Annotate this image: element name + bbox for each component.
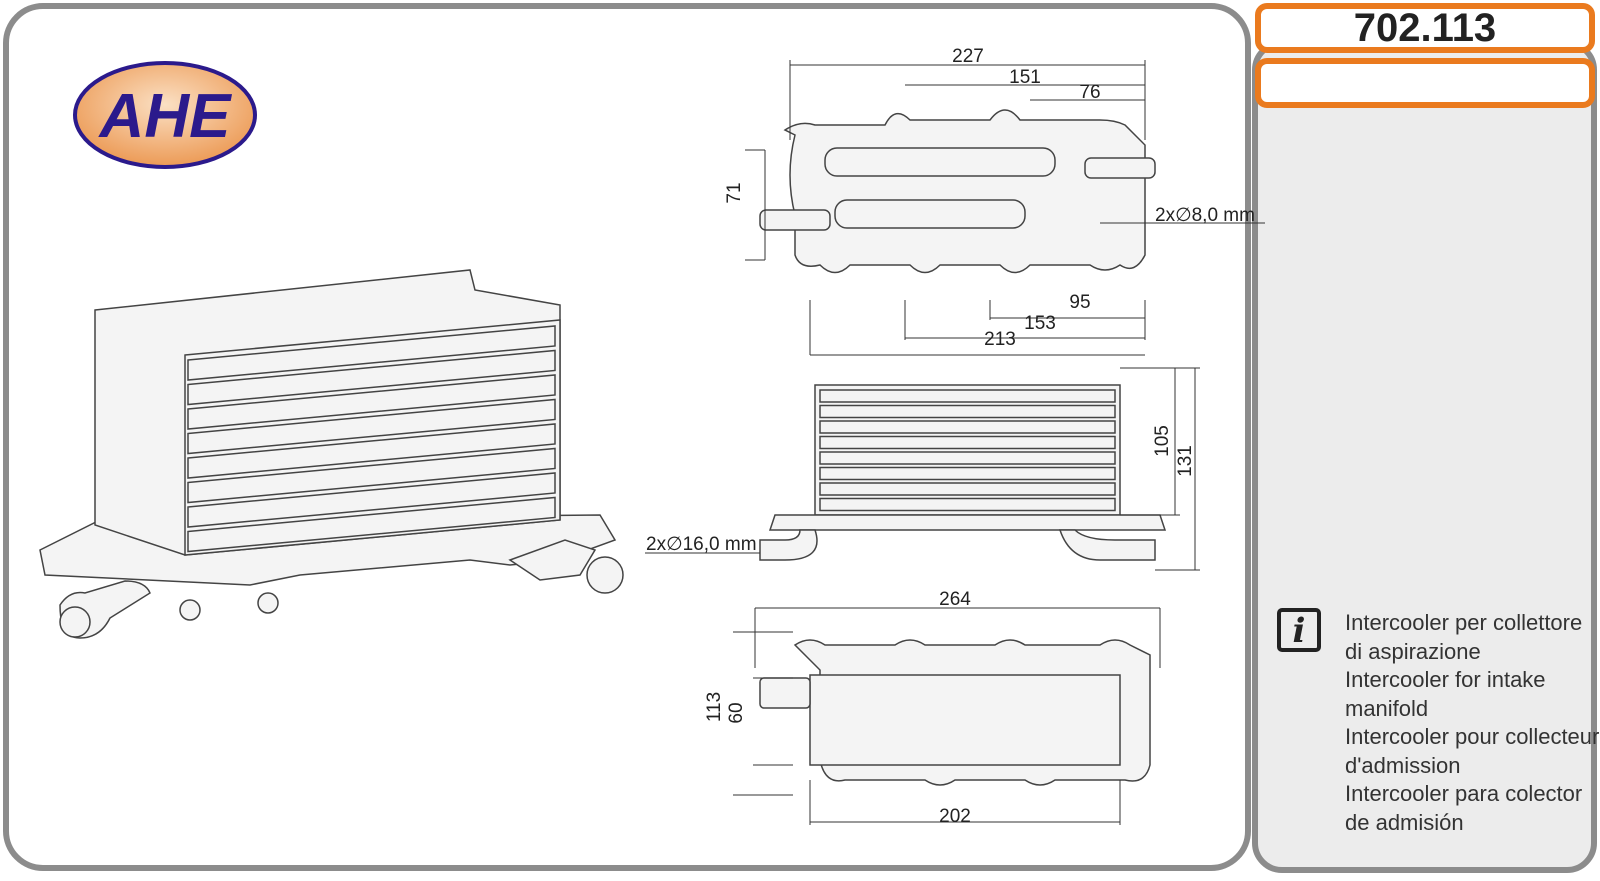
fin-row (819, 420, 1116, 434)
dim-113: 113 (704, 692, 725, 722)
fin-row (187, 496, 556, 553)
dim-213: 213 (984, 329, 1016, 350)
product-code: 702.113 (1255, 3, 1595, 53)
dim-227: 227 (952, 46, 984, 67)
fin-row (819, 497, 1116, 512)
dim-151: 151 (1009, 67, 1041, 88)
description-line: Intercooler per collettore (1345, 610, 1583, 635)
dim-202: 202 (939, 806, 971, 827)
fin-row (187, 325, 556, 381)
logo-text: AHE (98, 82, 233, 151)
fin-row (819, 482, 1116, 496)
fin-row (819, 451, 1116, 465)
fin-row (187, 374, 556, 430)
dim-264: 264 (939, 589, 971, 610)
dim-131: 131 (1175, 445, 1196, 477)
dim-hole: 2x∅8,0 mm (1155, 205, 1255, 226)
dim-95: 95 (1069, 292, 1090, 313)
dim-60: 60 (726, 702, 747, 723)
secondary-code-box (1255, 58, 1595, 108)
fin-row (187, 447, 556, 504)
info-icon: i (1277, 608, 1321, 652)
description-line: Intercooler for intake (1345, 667, 1546, 692)
fin-row (819, 389, 1116, 403)
fin-row (187, 423, 556, 479)
description-line: di aspirazione (1345, 638, 1481, 664)
product-description: Intercooler per collettore di aspirazion… (1345, 609, 1599, 837)
dim-pipe: 2x∅16,0 mm (646, 534, 757, 555)
dim-71: 71 (724, 182, 745, 203)
fin-row (819, 466, 1116, 481)
fin-row (819, 435, 1116, 450)
fin-row (187, 472, 556, 528)
description-line: d'admission (1345, 752, 1461, 778)
dim-105: 105 (1152, 425, 1173, 457)
ahe-logo: AHE (73, 61, 257, 169)
side-view: 105 131 2x∅16,0 mm (645, 367, 1200, 571)
description-line: Intercooler pour collecteur (1345, 724, 1600, 749)
dim-153: 153 (1024, 313, 1056, 334)
description-line: Intercooler para colector (1345, 781, 1583, 806)
intercooler-3d-view (39, 269, 624, 639)
dim-76: 76 (1079, 82, 1100, 103)
description-line: de admisión (1345, 809, 1464, 835)
info-panel (1252, 40, 1597, 873)
top-view: 227 151 76 71 2x∅8,0 mm 95 153 213 (724, 46, 1265, 356)
fin-row (187, 349, 556, 406)
bottom-view: 264 113 60 202 (704, 589, 1161, 827)
description-line: manifold (1345, 695, 1429, 721)
fin-row (819, 404, 1116, 419)
fin-row (187, 398, 556, 455)
